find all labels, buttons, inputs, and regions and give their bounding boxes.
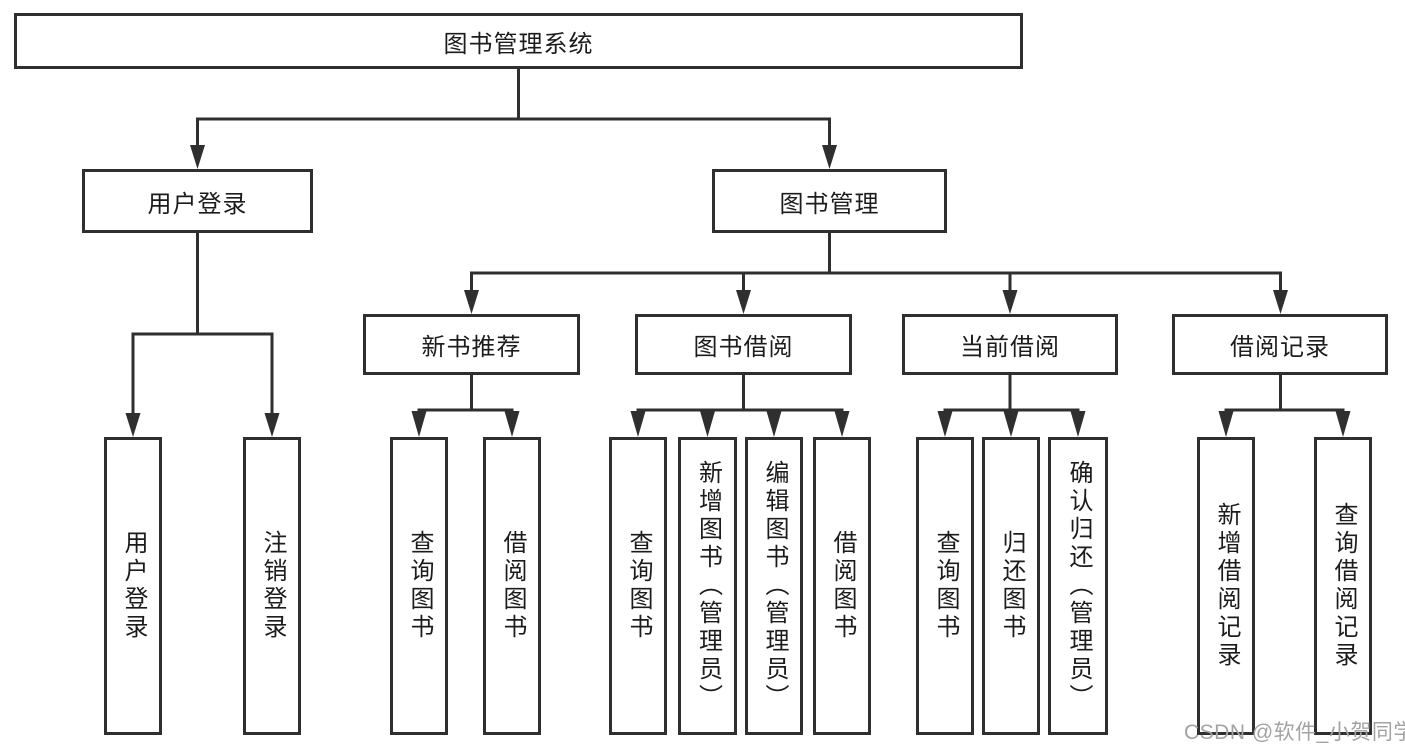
arrowhead bbox=[411, 411, 427, 437]
arrowhead bbox=[125, 413, 141, 437]
leaf-search-borrow-record: 查询借阅记录 bbox=[1314, 437, 1372, 735]
node-book-borrowing: 图书借阅 bbox=[635, 314, 852, 375]
leaf-label: 新增借阅记录 bbox=[1213, 502, 1240, 670]
arrowhead bbox=[264, 413, 280, 437]
leaf-label: 编辑图书（管理员） bbox=[761, 460, 788, 712]
arrowhead bbox=[1003, 411, 1019, 437]
leaf-confirm-return-admin: 确认归还（管理员） bbox=[1048, 437, 1108, 735]
arrowhead bbox=[1070, 411, 1086, 437]
arrowhead bbox=[822, 145, 837, 169]
leaf-label: 用户登录 bbox=[120, 530, 147, 642]
leaf-user-login: 用户登录 bbox=[104, 437, 162, 735]
node-book-management: 图书管理 bbox=[712, 169, 947, 233]
leaf-label: 查询图书 bbox=[625, 530, 652, 642]
leaf-search-books-current: 查询图书 bbox=[916, 437, 974, 735]
arrowhead bbox=[766, 411, 782, 437]
node-borrowing-records: 借阅记录 bbox=[1172, 314, 1388, 375]
arrowhead bbox=[1335, 411, 1351, 437]
arrowhead bbox=[630, 411, 646, 437]
leaf-label: 确认归还（管理员） bbox=[1065, 460, 1092, 712]
leaf-add-book-admin: 新增图书（管理员） bbox=[678, 437, 737, 735]
leaf-search-books-recommend: 查询图书 bbox=[390, 437, 448, 735]
arrowhead bbox=[190, 145, 205, 169]
leaf-label: 查询图书 bbox=[406, 530, 433, 642]
node-current-borrowing: 当前借阅 bbox=[902, 314, 1118, 375]
node-library-system: 图书管理系统 bbox=[14, 13, 1023, 69]
node-new-book-recommend: 新书推荐 bbox=[363, 314, 580, 375]
arrowhead bbox=[700, 411, 715, 437]
leaf-label: 注销登录 bbox=[259, 530, 286, 642]
arrowhead bbox=[736, 290, 751, 314]
node-user-login: 用户登录 bbox=[82, 169, 313, 233]
leaf-borrow-books-borrowing: 借阅图书 bbox=[813, 437, 871, 735]
arrowhead bbox=[464, 290, 479, 314]
leaf-label: 查询图书 bbox=[932, 530, 959, 642]
leaf-borrow-books-recommend: 借阅图书 bbox=[483, 437, 541, 735]
leaf-label: 借阅图书 bbox=[829, 530, 856, 642]
leaf-edit-book-admin: 编辑图书（管理员） bbox=[745, 437, 803, 735]
leaf-add-borrow-record: 新增借阅记录 bbox=[1197, 437, 1255, 735]
leaf-label: 查询借阅记录 bbox=[1330, 502, 1357, 670]
leaf-label: 借阅图书 bbox=[499, 530, 526, 642]
csdn-watermark: CSDN @软件_小贺同学 bbox=[1184, 721, 1405, 744]
arrowhead bbox=[504, 411, 520, 437]
leaf-return-book: 归还图书 bbox=[982, 437, 1040, 735]
leaf-label: 新增图书（管理员） bbox=[694, 460, 722, 712]
leaf-logout: 注销登录 bbox=[243, 437, 301, 735]
leaf-search-books-borrowing: 查询图书 bbox=[609, 437, 667, 735]
arrowhead bbox=[1002, 290, 1018, 314]
leaf-label: 归还图书 bbox=[998, 530, 1025, 642]
arrowhead bbox=[1273, 290, 1288, 314]
arrowhead bbox=[1218, 411, 1234, 437]
arrowhead bbox=[937, 411, 953, 437]
arrowhead bbox=[834, 411, 850, 437]
